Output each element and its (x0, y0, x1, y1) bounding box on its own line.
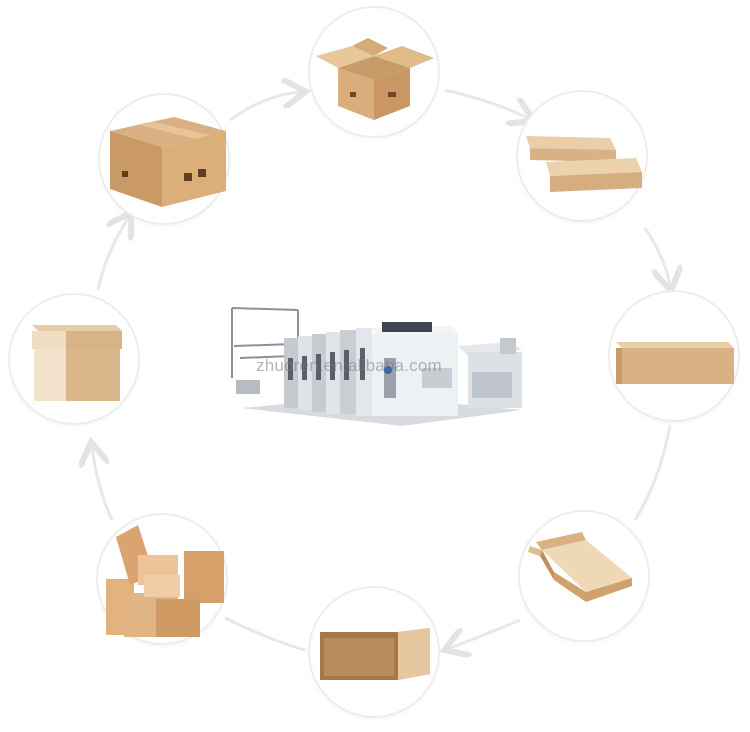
arrow-bl-left (92, 448, 114, 521)
sealed-box-icon (110, 117, 226, 207)
sealed-box-node (100, 95, 228, 223)
box-pile-icon (106, 525, 224, 637)
long-boxes-icon (526, 136, 642, 192)
drawer-box-icon (320, 628, 430, 680)
pizza-box-icon (528, 532, 632, 602)
lidded-box-icon (32, 325, 122, 401)
open-box-node (310, 8, 438, 136)
arrow-right-br (633, 424, 672, 521)
open-carton-icon (316, 38, 434, 120)
box-pile-node (98, 515, 226, 643)
long-box-icon (616, 342, 734, 384)
arrow-br-bottom (450, 618, 521, 648)
arrow-tl-top (229, 92, 300, 122)
pizza-box-node (520, 512, 648, 640)
arrow-top-tr (444, 88, 528, 118)
watermark-text: zhuoren.en.alibaba.com (256, 356, 442, 375)
arrow-left-tl (96, 218, 128, 291)
arrow-tr-right (643, 227, 670, 285)
printing-slotter-machine-icon (231, 307, 522, 426)
lidded-box-node (10, 295, 138, 423)
drawer-box-node (310, 588, 438, 716)
long-box-node (610, 292, 738, 420)
arrow-bottom-bl (224, 616, 306, 652)
flat-long-boxes-node (518, 92, 646, 220)
